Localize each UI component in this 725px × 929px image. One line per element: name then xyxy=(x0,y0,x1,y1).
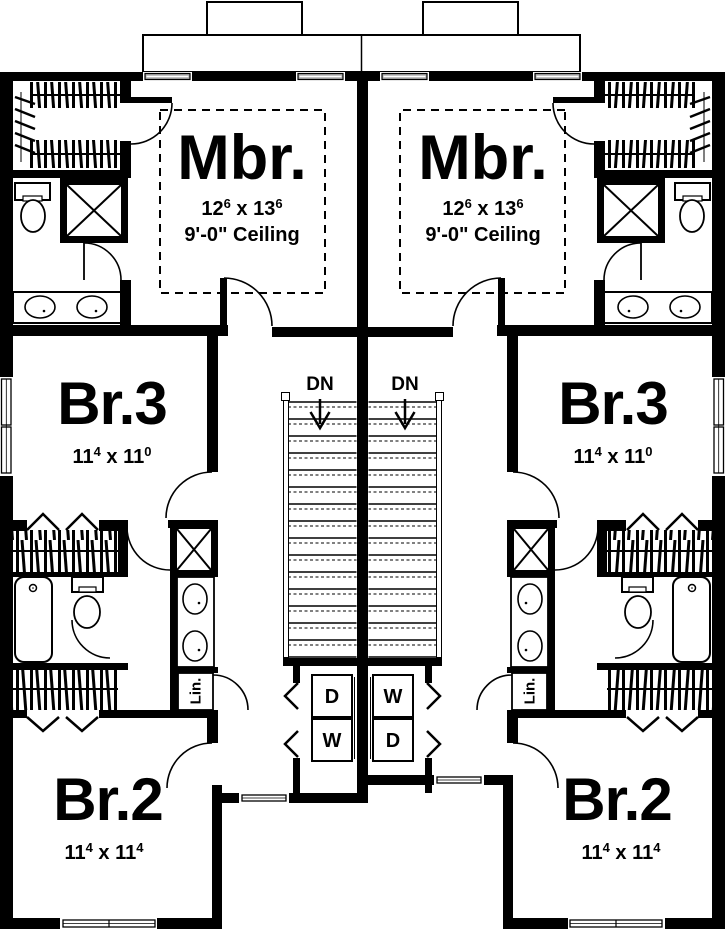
dryer-label-left: D xyxy=(324,686,340,708)
dryer-label-right: D xyxy=(385,730,401,752)
room-label-br2-right: Br.2 xyxy=(562,766,672,833)
room-dims-master-right: 126 x 136 xyxy=(442,196,524,220)
washer-label-left: W xyxy=(322,730,342,752)
party-wall xyxy=(357,72,368,803)
room-label-br2-left: Br.2 xyxy=(53,766,163,833)
room-dims-br3-left: 114 x 110 xyxy=(72,444,152,468)
linen-label-right: Lin. xyxy=(521,677,539,705)
washer-label-right: W xyxy=(383,686,403,708)
room-label-master-right: Mbr. xyxy=(418,123,548,193)
room-dims-br3-right: 114 x 110 xyxy=(573,444,653,468)
chimney-left xyxy=(206,1,303,36)
room-label-master-left: Mbr. xyxy=(177,123,307,193)
linen-label-left: Lin. xyxy=(187,677,205,705)
roof-bumpouts xyxy=(142,1,581,73)
stairs-down-label-left: DN xyxy=(306,374,334,395)
chimney-right xyxy=(422,1,519,36)
room-dims-br2-right: 114 x 114 xyxy=(581,840,661,864)
stairs-down-label-right: DN xyxy=(391,374,419,395)
ceiling-note-right: 9'-0" Ceiling xyxy=(425,224,541,246)
room-label-br3-right: Br.3 xyxy=(558,370,668,437)
rear-notch xyxy=(212,775,513,803)
room-dims-master-left: 126 x 136 xyxy=(201,196,283,220)
room-label-br3-left: Br.3 xyxy=(57,370,167,437)
shared-walls xyxy=(0,72,725,803)
room-dims-br2-left: 114 x 114 xyxy=(64,840,144,864)
ceiling-note-left: 9'-0" Ceiling xyxy=(184,224,300,246)
